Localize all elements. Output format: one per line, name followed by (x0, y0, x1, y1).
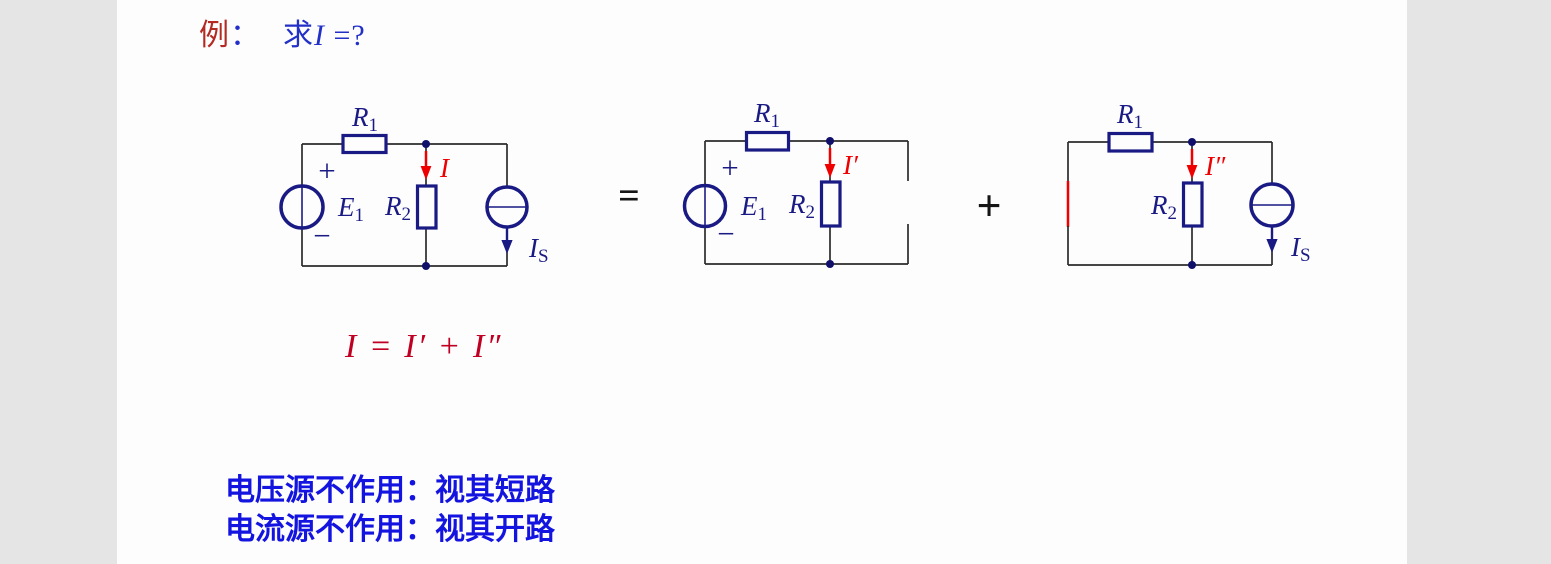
junction-dot-bottom (826, 260, 834, 268)
junction-dot-top (422, 140, 430, 148)
superposition-equation: I = I′ + I″ (345, 328, 503, 365)
resistor-r2 (415, 184, 438, 230)
current-arrowhead-i (420, 166, 432, 180)
label-r2: R2 (384, 191, 411, 225)
label-r1: R1 (753, 98, 780, 132)
polarity-minus: − (313, 218, 330, 253)
current-arrowhead-idblprime (1186, 165, 1198, 179)
polarity-minus: − (717, 216, 734, 251)
resistor-r1 (1107, 131, 1154, 153)
plus-operator: + (976, 182, 1001, 231)
label-e1: E1 (740, 191, 767, 225)
label-e1: E1 (337, 192, 364, 226)
resistor-r1 (341, 133, 388, 155)
current-source-arrowhead (501, 240, 513, 254)
junction-dot-bottom (422, 262, 430, 270)
label-current-iprime: I′ (842, 150, 859, 180)
junction-dot-top (1188, 138, 1196, 146)
current-source-arrowhead (1266, 239, 1278, 253)
circuit-current-only: R1 R2 I″ IS (1066, 99, 1311, 269)
label-is: IS (1290, 232, 1311, 266)
resistor-r2 (819, 180, 842, 228)
label-r1: R1 (1116, 99, 1143, 133)
resistor-r2 (1181, 181, 1204, 228)
label-r2: R2 (1150, 190, 1177, 224)
circuit-voltage-only: R1 R2 E1 + − I′ (682, 98, 909, 268)
label-is: IS (528, 233, 549, 267)
label-r2: R2 (788, 189, 815, 223)
note-current-source-rule: 电流源不作用：视其开路 (225, 513, 555, 546)
title-colon: ： (230, 19, 261, 52)
polarity-plus: + (721, 150, 738, 185)
title-variable: I (314, 19, 325, 52)
label-current-idblprime: I″ (1204, 151, 1226, 181)
resistor-r1 (744, 130, 791, 152)
title-suffix: =? (325, 19, 366, 52)
polarity-plus: + (318, 153, 335, 188)
label-current-i: I (439, 153, 451, 183)
label-r1: R1 (351, 102, 378, 136)
junction-dot-top (826, 137, 834, 145)
page-title: 例： 求I =? (199, 10, 366, 54)
current-arrowhead-iprime (824, 164, 836, 178)
circuit-original: R1 R2 E1 + − I IS (279, 102, 549, 270)
junction-dot-bottom (1188, 261, 1196, 269)
slide-area (117, 0, 1407, 564)
title-prompt: 求 (283, 19, 314, 52)
rule-notes: 电压源不作用：视其短路 电流源不作用：视其开路 (225, 471, 555, 549)
equals-operator: = (618, 175, 640, 217)
note-voltage-source-rule: 电压源不作用：视其短路 (225, 474, 555, 507)
title-example-label: 例 (199, 19, 230, 52)
